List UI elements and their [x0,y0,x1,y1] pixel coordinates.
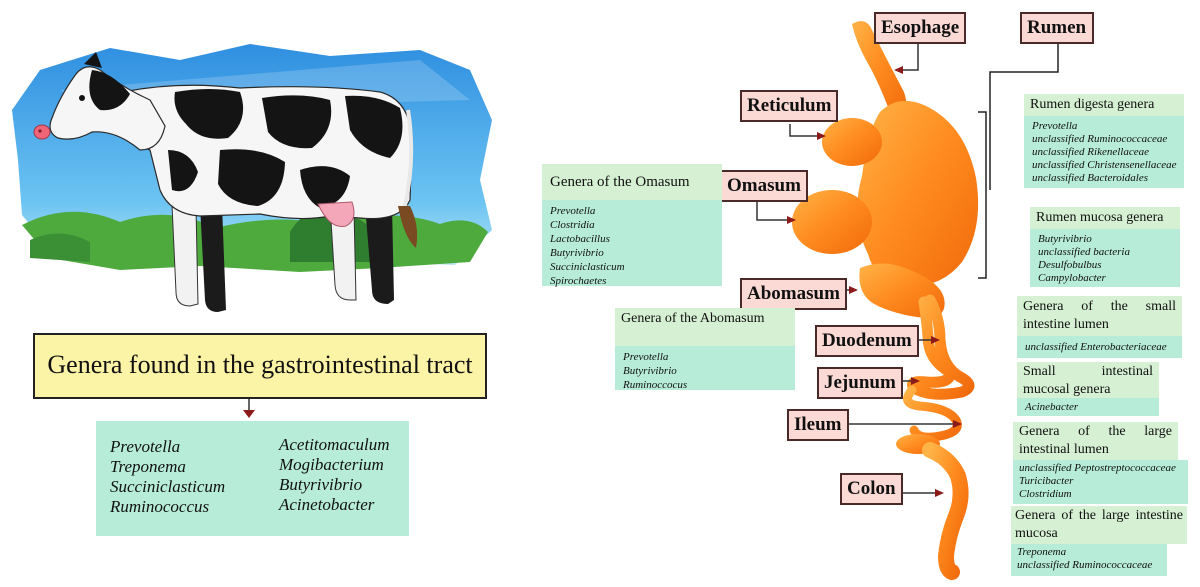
genus-item: unclassified Rikenellaceae [1032,146,1149,158]
colon-shape [922,442,969,580]
label-ileum: Ileum [787,409,849,441]
abomasum-genera-list: Prevotella Butyrivibrio Ruminoccocus [615,346,795,391]
large-mucosa-title: Genera of the large intestine mucosa [1011,506,1187,544]
genus-item: Prevotella [1032,120,1078,132]
cow-nose [33,124,51,140]
genus-item: unclassified bacteria [1038,246,1130,258]
small-intestine-shape [907,294,975,400]
genus-item: Prevotella [110,437,181,456]
genus-item: Lactobacillus [550,233,610,245]
genus-item: Treponema [110,457,186,476]
genus-item: Desulfobulbus [1038,259,1102,271]
genus-item: Acinetobacter [279,495,375,514]
udder [317,201,355,228]
omasum-genera-title: Genera of the Omasum [542,164,722,200]
diagram-title: Genera found in the gastrointestinal tra… [33,333,487,399]
genus-item: Butyrivibrio [623,365,677,377]
genus-item: Ruminococcus [110,497,210,516]
genus-item: Treponema [1017,546,1067,558]
tail-tuft [398,206,418,248]
small-lumen-list: unclassified Enterobacteriaceae [1017,336,1182,358]
genus-item: unclassified Enterobacteriaceae [1025,341,1167,353]
label-abomasum: Abomasum [740,278,847,310]
rumen-mucosa-title: Rumen mucosa genera [1030,207,1180,229]
genus-item: unclassified Ruminococcaceae [1017,559,1153,571]
genus-item: Ruminoccocus [623,379,688,391]
large-mucosa-list: Treponema unclassified Ruminococcaceae [1011,544,1167,576]
omasum-genera-list: Prevotella Clostridia Lactobacillus Buty… [542,200,722,287]
main-genera-panel: Prevotella Treponema Succiniclasticum Ru… [96,421,409,536]
omasum-shape [792,190,872,254]
genus-item: Prevotella [550,205,596,217]
small-lumen-title: Genera of the small intestine lumen [1017,296,1182,336]
genus-item: Turicibacter [1019,475,1074,487]
genus-item: unclassified Peptostreptococcaceae [1019,462,1176,474]
label-reticulum: Reticulum [740,90,839,122]
cow-illustration [12,44,492,312]
small-mucosal-list: Acinebacter [1017,398,1159,416]
genus-item: Spirochaetes [550,275,607,287]
genus-item: Succiniclasticum [110,477,226,496]
genus-item: Succiniclasticum [550,261,625,273]
title-arrow [243,399,255,418]
rumen-bracket [978,111,987,279]
genus-item: Butyrivibrio [279,475,363,494]
arrow-heads [787,66,962,497]
genus-item: Butyrivibrio [1038,233,1092,245]
rumen-mucosa-list: Butyrivibrio unclassified bacteria Desul… [1030,229,1180,287]
main-genera-left-column: Prevotella Treponema Succiniclasticum Ru… [110,437,225,517]
genus-item: Clostridium [1019,488,1072,500]
label-colon: Colon [840,473,903,505]
genus-item: unclassified Bacteroidales [1032,172,1148,184]
label-rumen: Rumen [1020,12,1094,44]
reticulum-shape [822,118,882,166]
rumen-digesta-title: Rumen digesta genera [1024,94,1184,116]
genus-item: Acetitomaculum [279,435,390,454]
main-genera-right-column: Acetitomaculum Mogibacterium Butyrivibri… [279,435,389,515]
large-lumen-title: Genera of the large intestinal lumen [1013,422,1178,460]
genus-item: Prevotella [623,351,669,363]
large-lumen-list: unclassified Peptostreptococcaceae Turic… [1013,460,1188,504]
genus-item: Campylobacter [1038,272,1106,284]
label-jejunum: Jejunum [817,367,903,399]
rumen-shape [857,100,979,287]
label-omasum: Omasum [720,170,808,202]
rumen-digesta-list: Prevotella unclassified Ruminococcaceae … [1024,116,1184,188]
genus-item: unclassified Christensenellaceae [1032,159,1177,171]
genus-item: Clostridia [550,219,595,231]
label-esophage: Esophage [874,12,967,44]
genus-item: unclassified Ruminococcaceae [1032,133,1168,145]
abomasum-genera-title: Genera of the Abomasum [615,308,795,346]
label-duodenum: Duodenum [815,325,919,357]
small-mucosal-title: Small intestinal mucosal genera [1017,362,1159,398]
genus-item: Acinebacter [1025,401,1079,413]
genus-item: Mogibacterium [279,455,384,474]
esophagus-shape [852,21,907,118]
genus-item: Butyrivibrio [550,247,604,259]
